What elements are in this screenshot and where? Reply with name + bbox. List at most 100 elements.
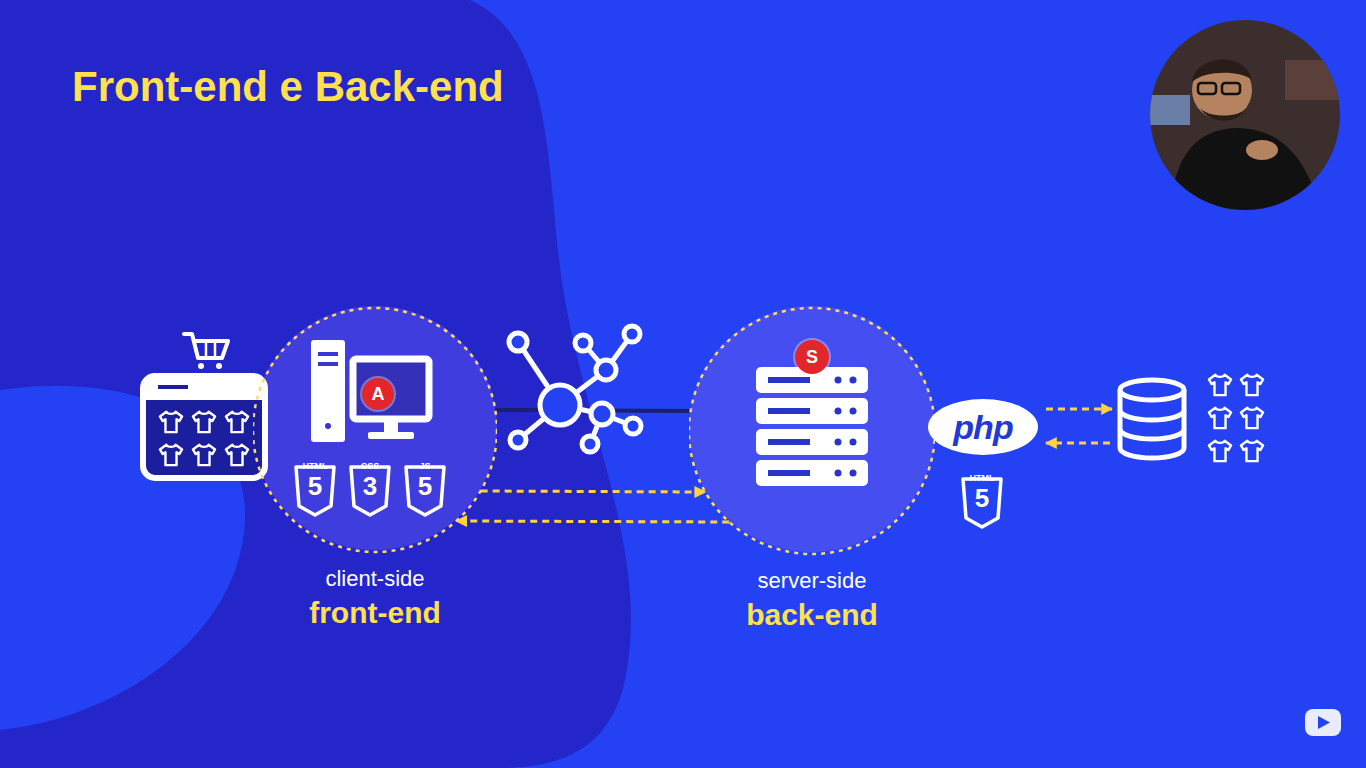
computer-icon-part <box>368 432 414 439</box>
server-icon <box>756 367 868 486</box>
logo-ellipse-node: php <box>928 399 1038 455</box>
html-css-js-shields-part <box>351 467 389 515</box>
label-wrap: HTML <box>922 467 1042 485</box>
cart-icon-part <box>216 363 222 369</box>
dashed-circle <box>689 308 935 554</box>
shop-icon-part <box>193 412 215 432</box>
logo-caption: JS <box>419 461 430 471</box>
cart-icon-part <box>198 363 204 369</box>
shop-icon-part <box>226 412 248 432</box>
presenter-video-part <box>1285 60 1340 100</box>
database-icon-part <box>1120 410 1184 420</box>
badge-node: S <box>795 340 829 374</box>
presenter-video-part <box>1170 128 1320 210</box>
logo-caption: HTML <box>970 473 995 483</box>
server-icon-part <box>850 470 857 477</box>
server-icon-part <box>850 408 857 415</box>
dark-blob <box>0 0 631 768</box>
role-label: back-end <box>746 597 878 633</box>
presenter-video-part <box>1198 83 1216 94</box>
computer-icon-part <box>311 340 345 442</box>
presenter-video-part <box>1150 95 1190 125</box>
network-icon-part <box>509 333 527 351</box>
computer-icon <box>311 340 429 442</box>
database-icon-part <box>1120 380 1184 400</box>
database-icon-part <box>1120 390 1184 458</box>
server-icon-part <box>835 408 842 415</box>
computer-icon-part <box>318 352 338 356</box>
network-icon-part <box>591 403 613 425</box>
shop-icon-part <box>143 376 265 478</box>
cart-icon <box>184 334 228 369</box>
server-icon-part <box>768 408 810 414</box>
video-logo <box>1305 709 1341 736</box>
shirt-grid-part <box>1209 441 1231 461</box>
network-icon <box>509 326 641 452</box>
label-wrap: JS <box>365 455 485 473</box>
label-wrap: CSS <box>310 455 430 473</box>
computer-icon-part <box>384 422 398 433</box>
dashed-circle-outline <box>253 306 497 554</box>
logo-digit: 5 <box>418 471 432 501</box>
shirt-grid-part <box>1209 375 1231 395</box>
logo-caption: HTML <box>303 461 328 471</box>
presenter-video-part <box>1200 108 1246 121</box>
video-logo-part <box>1318 716 1330 729</box>
html-css-js-shields-part <box>296 467 334 515</box>
html-css-js-shields-part <box>406 467 444 515</box>
badge-node: A <box>362 378 394 410</box>
server-icon-part <box>835 470 842 477</box>
shop-icon-part <box>160 412 182 432</box>
network-icon-part <box>575 335 591 351</box>
shirt-grid <box>1209 375 1263 461</box>
label-wrap: 5 <box>922 485 1042 511</box>
network-icon-part <box>510 432 526 448</box>
shirt-grid-part <box>1241 408 1263 428</box>
logo-digit: 5 <box>975 483 989 513</box>
network-icon-part <box>624 326 640 342</box>
server-icon-part <box>850 377 857 384</box>
side-label: server-side <box>758 568 867 594</box>
shirt-grid-part <box>1241 375 1263 395</box>
network-icon-part <box>582 436 598 452</box>
network-icon-part <box>625 418 641 434</box>
server-icon-part <box>756 398 868 424</box>
presenter-video <box>1150 20 1340 210</box>
diagram-title: Front-end e Back-end <box>72 63 504 110</box>
logo-digit: 3 <box>363 471 377 501</box>
shop-icon-part <box>226 445 248 465</box>
presenter-video-part <box>1192 60 1252 120</box>
dashed-arrow <box>456 521 729 522</box>
side-label: client-side <box>325 566 424 592</box>
server-icon-part <box>768 439 810 445</box>
computer-icon-part <box>325 423 331 429</box>
logo-ellipse <box>928 399 1038 455</box>
network-icon-part <box>596 360 616 380</box>
php-database-arrows <box>1046 409 1112 443</box>
server-icon-part <box>835 377 842 384</box>
server-icon-part <box>850 439 857 446</box>
shop-icon-part <box>143 388 265 400</box>
html-css-js-shields-part <box>963 479 1001 527</box>
shop-icon-part <box>193 445 215 465</box>
shop-icon-part <box>160 445 182 465</box>
network-icon-part <box>540 385 580 425</box>
label-wrap: 5 <box>365 473 485 499</box>
computer-icon-part <box>353 359 429 419</box>
dashed-circle-node: server-side back-end S <box>689 306 935 633</box>
shirt-grid-part <box>1209 408 1231 428</box>
presenter-video-part <box>1150 20 1340 210</box>
php-database-arrows-part <box>1046 408 1112 411</box>
role-label: front-end <box>309 595 441 631</box>
dashed-circle <box>253 308 497 552</box>
title-wrap: Front-end e Back-end <box>72 62 504 112</box>
server-icon-part <box>768 470 810 476</box>
presenter-video-part <box>1222 83 1240 94</box>
cart-icon-part <box>184 334 228 358</box>
label-wrap: 3 <box>310 473 430 499</box>
cart-icon-part <box>206 342 215 357</box>
